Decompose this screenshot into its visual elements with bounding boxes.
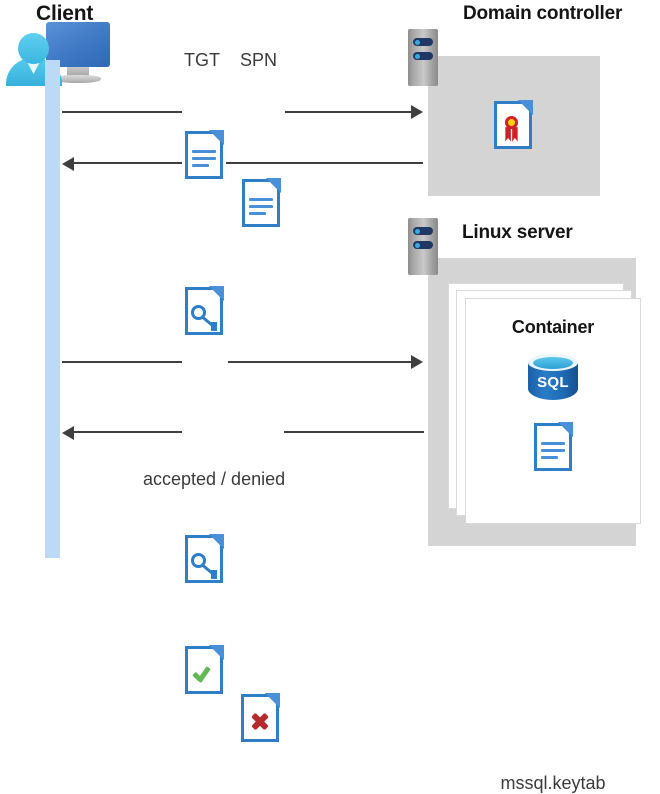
- rack-slot-icon: [413, 52, 433, 60]
- document-cross-icon-denied: [241, 693, 280, 742]
- doc-fold: [558, 422, 573, 437]
- rack-slot-icon: [413, 38, 433, 46]
- doc-text-lines: [248, 198, 274, 219]
- key-icon: [191, 303, 218, 332]
- diagram-canvas: Client Domain controller Linux server Co…: [0, 0, 660, 558]
- doc-fold: [209, 645, 224, 660]
- label-keytab-file: mssql.keytab: [500, 773, 606, 793]
- ribbon-left: [505, 127, 511, 142]
- doc-fold: [265, 693, 280, 708]
- ribbon-right: [512, 127, 518, 142]
- document-certificate-icon: [494, 100, 533, 149]
- document-icon-keytab: [534, 422, 573, 471]
- flow-line-client-to-dc-left: [62, 111, 182, 113]
- sql-database-icon: SQL: [528, 354, 578, 406]
- doc-text-lines: [191, 150, 217, 171]
- container-card-front: Container SQL mssql.keytab: [465, 298, 641, 793]
- arrowhead-left-to-client-ticket: [62, 157, 74, 171]
- server-rack-icon-linux-server: [408, 218, 438, 275]
- keytab-icon-wrapper: [534, 422, 573, 471]
- label-container: Container: [511, 317, 595, 337]
- sql-cylinder-top-fill: [533, 357, 573, 369]
- key-tooth: [210, 322, 214, 332]
- doc-fold: [518, 100, 533, 115]
- document-check-icon-accepted: [185, 645, 224, 694]
- doc-fold: [209, 130, 224, 145]
- flow-line-client-to-dc-right: [285, 111, 411, 113]
- arrowhead-right-to-linux: [411, 355, 423, 369]
- check-icon: [193, 663, 217, 685]
- document-key-icon-ticket: [185, 286, 224, 335]
- seal-circle: [504, 116, 519, 130]
- flow-line-client-to-linux-right: [228, 361, 411, 363]
- rack-slot-icon: [413, 241, 433, 249]
- label-domain-controller: Domain controller: [463, 3, 623, 24]
- monitor-screen-icon: [46, 22, 110, 67]
- monitor-base-icon: [55, 75, 101, 83]
- monitor-stand-icon: [67, 67, 89, 78]
- arrowhead-right-to-dc: [411, 105, 423, 119]
- person-head-icon: [18, 33, 49, 64]
- client-icon: [6, 22, 110, 86]
- cross-icon: [250, 712, 271, 731]
- key-tooth: [213, 321, 217, 331]
- doc-fold: [209, 534, 224, 549]
- page-title-client: Client: [36, 2, 94, 25]
- flow-line-dc-to-client-left: [74, 162, 182, 164]
- document-key-icon-request: [185, 534, 224, 583]
- server-rack-icon-domain-controller: [408, 29, 438, 86]
- rack-slot-icon: [413, 227, 433, 235]
- label-tgt: TGT: [184, 50, 220, 70]
- flow-line-client-to-linux-left: [62, 361, 182, 363]
- client-lifeline: [45, 60, 60, 558]
- doc-fold: [209, 286, 224, 301]
- document-icon-tgt: [185, 130, 224, 179]
- doc-fold: [266, 178, 281, 193]
- label-spn: SPN: [240, 50, 278, 70]
- document-icon-spn: [242, 178, 281, 227]
- label-linux-server: Linux server: [462, 222, 573, 243]
- flow-line-linux-to-client-left: [74, 431, 182, 433]
- key-ring: [191, 304, 206, 320]
- label-accepted-denied: accepted / denied: [143, 469, 286, 489]
- certificate-seal-icon: [502, 116, 523, 143]
- doc-text-lines: [540, 442, 566, 463]
- flow-line-linux-to-client-right: [284, 431, 424, 433]
- sql-label: SQL: [537, 374, 569, 391]
- key-icon: [191, 551, 218, 580]
- key-tooth: [213, 569, 217, 579]
- arrowhead-left-to-client-result: [62, 426, 74, 440]
- flow-line-dc-to-client-right: [226, 162, 423, 164]
